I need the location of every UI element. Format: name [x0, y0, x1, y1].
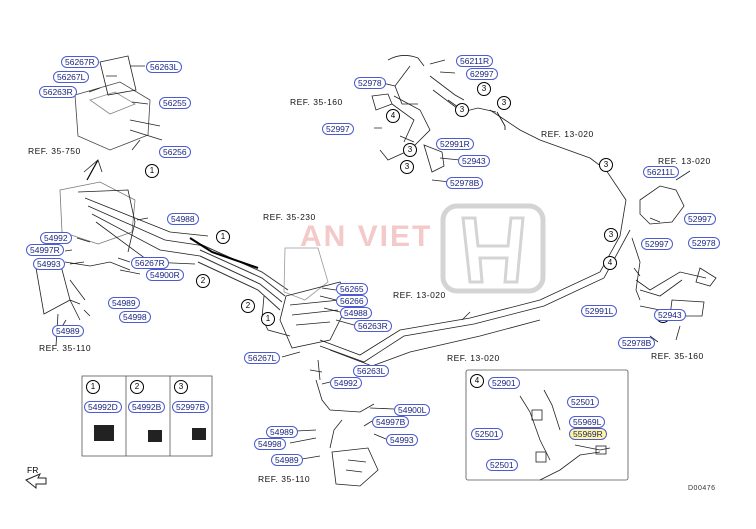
part-label[interactable]: 52978B — [618, 337, 656, 349]
part-label[interactable]: 56263L — [146, 61, 183, 73]
ref-label: REF. 35-230 — [263, 212, 316, 222]
part-label[interactable]: 54988 — [167, 213, 199, 225]
part-label[interactable]: 56265 — [336, 283, 368, 295]
ref-label: REF. 13-020 — [658, 156, 711, 166]
diagram-code: D00476 — [688, 485, 716, 492]
detail-part-label[interactable]: 52901 — [488, 377, 520, 389]
part-label[interactable]: 52997 — [641, 238, 673, 250]
part-label[interactable]: 54988 — [340, 307, 372, 319]
callout-1: 1 — [145, 164, 159, 178]
part-label[interactable]: 52991R — [436, 138, 474, 150]
kit-part-label[interactable]: 54992D — [84, 401, 122, 413]
ref-label: REF. 13-020 — [393, 290, 446, 300]
part-label[interactable]: 52943 — [458, 155, 490, 167]
ref-label: REF. 35-750 — [28, 146, 81, 156]
part-label[interactable]: 56211L — [643, 166, 679, 178]
part-label[interactable]: 54993 — [386, 434, 418, 446]
kit-part-label[interactable]: 54992B — [128, 401, 166, 413]
callout-3: 3 — [497, 96, 511, 110]
front-direction-label: FR — [27, 465, 39, 475]
kit-part-label[interactable]: 52997B — [172, 401, 210, 413]
part-label[interactable]: 56211R — [456, 55, 494, 67]
part-label[interactable]: 56263R — [39, 86, 77, 98]
part-label[interactable]: 54992 — [330, 377, 362, 389]
legend-key-1: 1 — [86, 380, 100, 394]
ref-label: REF. 35-110 — [258, 474, 311, 484]
legend-key-2: 2 — [130, 380, 144, 394]
watermark: AN VIET — [300, 220, 433, 253]
callout-3: 3 — [403, 143, 417, 157]
part-label[interactable]: 52978 — [688, 237, 720, 249]
callout-4: 4 — [386, 109, 400, 123]
part-label[interactable]: 56255 — [159, 97, 191, 109]
part-label[interactable]: 54993 — [33, 258, 65, 270]
part-label[interactable]: 54989 — [52, 325, 84, 337]
part-label[interactable]: 56263R — [354, 320, 392, 332]
part-label[interactable]: 52997 — [684, 213, 716, 225]
part-label[interactable]: 54997R — [26, 244, 64, 256]
callout-1: 1 — [216, 230, 230, 244]
part-label[interactable]: 56267R — [61, 56, 99, 68]
ref-label: REF. 35-160 — [651, 351, 704, 361]
callout-3: 3 — [400, 160, 414, 174]
callout-3: 3 — [599, 158, 613, 172]
detail-part-label[interactable]: 52501 — [471, 428, 503, 440]
part-label[interactable]: 54900R — [146, 269, 184, 281]
part-label[interactable]: 52997 — [322, 123, 354, 135]
detail-part-label[interactable]: 52501 — [567, 396, 599, 408]
part-label[interactable]: 54992 — [40, 232, 72, 244]
legend-key-4: 4 — [470, 374, 484, 388]
part-label[interactable]: 54989 — [271, 454, 303, 466]
part-label[interactable]: 52978 — [354, 77, 386, 89]
part-label[interactable]: 56267R — [131, 257, 169, 269]
part-label[interactable]: 56267L — [244, 352, 281, 364]
part-label[interactable]: 54900L — [394, 404, 431, 416]
part-label[interactable]: 56263L — [353, 365, 390, 377]
ref-label: REF. 13-020 — [447, 353, 500, 363]
ref-label: REF. 35-110 — [39, 343, 92, 353]
part-label[interactable]: 54998 — [119, 311, 151, 323]
callout-3: 3 — [455, 103, 469, 117]
callout-1: 1 — [261, 312, 275, 326]
callout-2: 2 — [196, 274, 210, 288]
part-label[interactable]: 54998 — [254, 438, 286, 450]
callout-3: 3 — [604, 228, 618, 242]
callout-3: 3 — [477, 82, 491, 96]
detail-part-label[interactable]: 55969L — [569, 416, 606, 428]
part-label[interactable]: 52991L — [581, 305, 618, 317]
legend-key-3: 3 — [174, 380, 188, 394]
part-label[interactable]: 56267L — [53, 71, 90, 83]
detail-part-label[interactable]: 52501 — [486, 459, 518, 471]
part-label[interactable]: 56256 — [159, 146, 191, 158]
part-label[interactable]: 54997B — [372, 416, 410, 428]
part-label[interactable]: 56266 — [336, 295, 368, 307]
part-label[interactable]: 54989 — [266, 426, 298, 438]
ref-label: REF. 35-160 — [290, 97, 343, 107]
part-label[interactable]: 62997 — [466, 68, 498, 80]
ref-label: REF. 13-020 — [541, 129, 594, 139]
callout-2: 2 — [241, 299, 255, 313]
part-label[interactable]: 52943 — [654, 309, 686, 321]
detail-part-label-highlighted[interactable]: 55969R — [569, 428, 607, 440]
part-label[interactable]: 54989 — [108, 297, 140, 309]
callout-4: 4 — [603, 256, 617, 270]
part-label[interactable]: 52978B — [446, 177, 484, 189]
